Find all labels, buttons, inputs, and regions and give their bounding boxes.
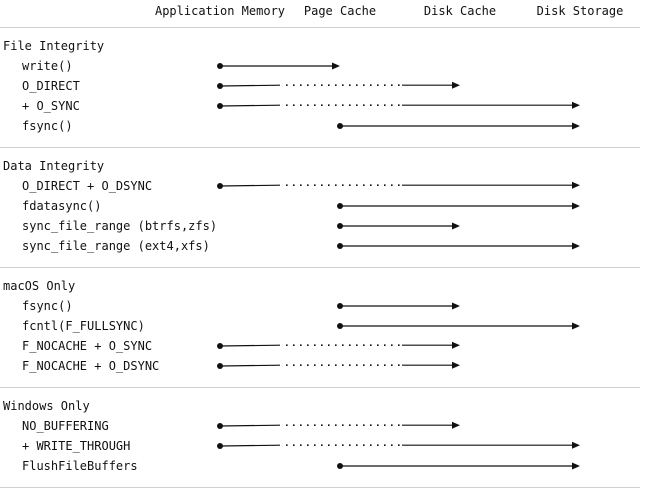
row-label: F_NOCACHE + O_SYNC (22, 339, 153, 353)
flow-arrow (217, 62, 340, 70)
row-label: + O_SYNC (22, 99, 80, 113)
column-header-application-memory: Application Memory (154, 4, 286, 18)
arrowhead (572, 242, 580, 250)
arrowhead (572, 322, 580, 330)
start-dot (217, 103, 223, 109)
start-dot (217, 423, 223, 429)
solid-segment (219, 344, 281, 347)
start-dot (337, 223, 343, 229)
row-label: F_NOCACHE + O_DSYNC (22, 359, 160, 373)
start-dot (217, 183, 223, 189)
arrowhead (452, 302, 460, 310)
column-header-disk-storage: Disk Storage (536, 4, 624, 18)
arrowhead (452, 222, 460, 230)
row-label: sync_file_range (ext4,xfs) (22, 239, 210, 253)
arrowhead (572, 441, 580, 449)
solid-segment (219, 184, 281, 187)
row-label: O_DIRECT (22, 79, 80, 93)
flow-arrow (337, 202, 580, 210)
column-header-page-cache: Page Cache (303, 4, 377, 18)
row-label: fdatasync() (22, 199, 102, 213)
row-label: fsync() (22, 119, 73, 133)
section-divider (0, 387, 640, 388)
start-dot (217, 343, 223, 349)
row-label: + WRITE_THROUGH (22, 439, 131, 453)
start-dot (337, 123, 343, 129)
arrowhead (452, 81, 460, 89)
flow-arrow (217, 341, 460, 349)
start-dot (217, 83, 223, 89)
row-label: fsync() (22, 299, 73, 313)
flow-arrow (337, 322, 580, 330)
row-label: sync_file_range (btrfs,zfs) (22, 219, 218, 233)
section-divider (0, 267, 640, 268)
flow-arrow (217, 361, 460, 369)
section-divider (0, 147, 640, 148)
row-label: FlushFileBuffers (22, 459, 138, 473)
arrowhead (332, 62, 340, 70)
start-dot (217, 63, 223, 69)
flow-arrow (217, 101, 580, 109)
solid-segment (219, 104, 281, 107)
row-label: fcntl(F_FULLSYNC) (22, 319, 145, 333)
flow-arrow (337, 242, 580, 250)
flow-arrow (217, 181, 580, 189)
arrowhead (452, 361, 460, 369)
solid-segment (219, 444, 281, 447)
flow-arrow (337, 462, 580, 470)
section-title: macOS Only (3, 279, 76, 293)
section-title: File Integrity (3, 39, 105, 53)
row-label: write() (22, 59, 73, 73)
section-title: Windows Only (3, 399, 90, 413)
flow-arrow (217, 81, 460, 89)
arrowhead (572, 462, 580, 470)
flow-arrow (337, 122, 580, 130)
solid-segment (219, 424, 281, 427)
start-dot (337, 323, 343, 329)
row-label: NO_BUFFERING (22, 419, 109, 433)
arrowhead (572, 101, 580, 109)
start-dot (217, 363, 223, 369)
solid-segment (219, 364, 281, 367)
arrowhead (452, 341, 460, 349)
solid-segment (219, 84, 281, 87)
flow-arrow (337, 222, 460, 230)
flow-arrow (217, 421, 460, 429)
arrowhead (572, 181, 580, 189)
flow-arrow (217, 441, 580, 449)
start-dot (337, 203, 343, 209)
arrowhead (572, 202, 580, 210)
section-title: Data Integrity (3, 159, 105, 173)
arrowhead (452, 421, 460, 429)
start-dot (217, 443, 223, 449)
section-divider (0, 487, 640, 488)
start-dot (337, 463, 343, 469)
header-divider (0, 27, 640, 28)
start-dot (337, 243, 343, 249)
arrowhead (572, 122, 580, 130)
start-dot (337, 303, 343, 309)
row-label: O_DIRECT + O_DSYNC (22, 179, 153, 193)
column-header-disk-cache: Disk Cache (423, 4, 497, 18)
flow-arrow (337, 302, 460, 310)
